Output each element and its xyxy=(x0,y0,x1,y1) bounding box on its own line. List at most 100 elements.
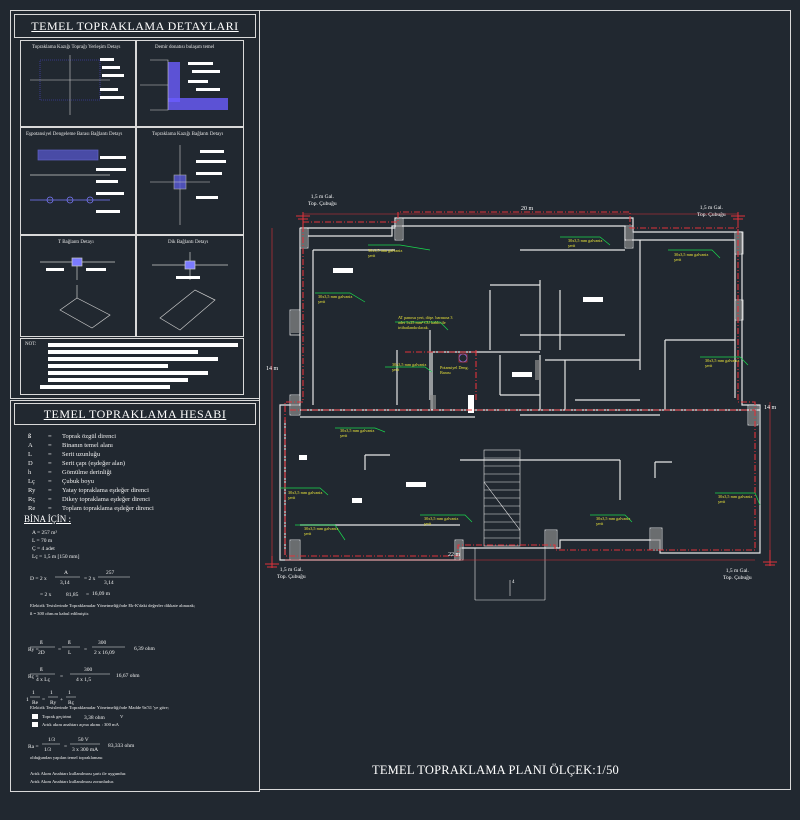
tag-line-2: Top. Çubuğu xyxy=(697,212,726,218)
bina-icin-heading: BİNA İÇİN : xyxy=(24,514,71,524)
strip-label: 30x3,5 mm galvaniz şerit xyxy=(674,252,709,262)
symbol-key: h xyxy=(28,469,32,476)
detail-caption-6: Dik Bağlantı Detayı xyxy=(168,240,209,245)
detail-box-5 xyxy=(20,235,137,337)
svg-text:2 x 16,09: 2 x 16,09 xyxy=(94,650,115,656)
calc-note-1: Elektrik Tesislerinde Topraklamalar Yöne… xyxy=(30,603,196,608)
detail-box-2 xyxy=(135,40,244,127)
symbol-key: ß xyxy=(28,433,32,440)
symbol-desc: Çubuk boyu xyxy=(62,478,94,485)
result-d: 16,09 m xyxy=(92,591,111,597)
param-rod-count: Ç = 4 adet xyxy=(32,546,55,552)
t-connection-drawing xyxy=(40,257,115,329)
svg-text:ß: ß xyxy=(40,666,43,673)
cross-connection-drawing xyxy=(152,252,228,331)
symbol-key: L xyxy=(28,451,32,458)
symbol-eq: = xyxy=(48,478,52,485)
corner-tag-bottom-right: 1,5 m Gal. Top. Çubuğu xyxy=(723,568,752,582)
symbol-desc: Serit çapı (eşdeğer alan) xyxy=(62,460,125,467)
dim-left: 14 m xyxy=(266,366,279,372)
svg-text:300: 300 xyxy=(84,667,93,673)
svg-text:=: = xyxy=(42,697,45,703)
detail-box-3 xyxy=(20,127,137,235)
svg-text:=: = xyxy=(58,647,61,653)
grounding-rods xyxy=(265,212,777,568)
strip-label: 30x3,5 mm galvaniz şerit xyxy=(368,248,403,258)
detail-caption-1: Topraklama Kazığı Toprağı Yerleşim Detay… xyxy=(32,45,121,50)
result-ra: 83,333 ohm xyxy=(108,743,135,749)
calc-note-5: Artık akım anahtarı açma akımı : 300 mA xyxy=(42,722,119,727)
calc-title: TEMEL TOPRAKLAMA HESABI xyxy=(14,403,256,425)
result-ry: 6,39 ohm xyxy=(134,646,155,652)
calc-note-6: olduğundan yapılan temel topraklaması xyxy=(30,755,103,760)
svg-text:= 2 x: = 2 x xyxy=(84,576,96,582)
detail-box-6 xyxy=(135,235,244,337)
symbol-eq: = xyxy=(48,469,52,476)
svg-text:3 x 300 mA: 3 x 300 mA xyxy=(72,747,98,753)
symbol-desc: Toprak özgül direnci xyxy=(62,433,117,440)
symbol-key: A xyxy=(28,442,33,449)
strip-label: 30x3,5 mm galvaniz şerit xyxy=(424,516,459,526)
corner-tag-bottom-left: 1,5 m Gal. Top. Çubuğu xyxy=(277,567,306,581)
svg-text:3,14: 3,14 xyxy=(104,580,114,586)
symbol-key: D xyxy=(28,460,33,467)
svg-text:=: = xyxy=(86,592,89,598)
symbol-desc: Binanın temel alanı xyxy=(62,442,113,449)
svg-text:Ry: Ry xyxy=(50,700,56,706)
result-re: 3,38 ohm xyxy=(84,715,105,721)
calc-note-2: ß = 300 ohm.m kabul edilmiştir. xyxy=(30,611,90,616)
rod-layout-drawing xyxy=(30,55,110,115)
svg-text:Ry =: Ry = xyxy=(28,647,39,653)
note-label: NOT: xyxy=(25,342,37,347)
panel-location-note: AT panosu yeri, döşe. barasına 3 adet 1x… xyxy=(398,315,453,330)
symbol-eq: = xyxy=(48,460,52,467)
redacted-box xyxy=(32,714,38,719)
svg-text:3,14: 3,14 xyxy=(60,580,70,586)
plan-title: TEMEL TOPRAKLAMA PLANI ÖLÇEK:1/50 xyxy=(372,763,619,777)
strip-label: 30x3,5 mm galvaniz şerit xyxy=(568,238,603,248)
tag-line-1: 1,5 m Gal. xyxy=(310,194,334,200)
tag-line-2: Top. Çubuğu xyxy=(723,575,752,581)
svg-text:=: = xyxy=(60,674,63,680)
svg-text:Ra =: Ra = xyxy=(28,744,39,750)
param-length: L = 70 m xyxy=(32,538,53,544)
svg-text:A: A xyxy=(64,570,68,576)
svg-text:81,85: 81,85 xyxy=(66,592,79,598)
strip-label: 30x3,5 mm galvaniz şerit xyxy=(392,362,427,372)
symbol-key: Re xyxy=(28,505,36,512)
detail-box-4 xyxy=(135,127,244,235)
label-leaders xyxy=(280,236,761,541)
strip-label: 30x3,5 mm galvaniz şerit xyxy=(596,516,631,526)
svg-text:D = 2 x: D = 2 x xyxy=(30,576,47,582)
symbol-desc: Serit uzunluğu xyxy=(62,451,101,458)
svg-text:ß: ß xyxy=(68,639,71,646)
svg-text:=: = xyxy=(84,647,87,653)
strip-label: 30x3,5 mm galvaniz şerit xyxy=(718,494,753,504)
svg-text:1: 1 xyxy=(26,697,29,703)
calc-note-3: Elektrik Tesislerinde Topraklamalar Yöne… xyxy=(30,705,169,710)
redacted-box xyxy=(32,722,38,727)
svg-text:Rç =: Rç = xyxy=(28,674,39,680)
redacted-labels xyxy=(299,268,603,503)
svg-text:=: = xyxy=(64,744,67,750)
stairs xyxy=(474,449,546,601)
plan-frame xyxy=(259,10,791,790)
symbol-eq: = xyxy=(48,442,52,449)
result-rc: 16,67 ohm xyxy=(116,673,140,679)
symbol-key: Lç xyxy=(28,478,35,485)
symbol-eq: = xyxy=(48,451,52,458)
svg-text:Re: Re xyxy=(32,700,39,706)
svg-text:300: 300 xyxy=(98,640,107,646)
svg-text:1/3: 1/3 xyxy=(48,737,55,743)
svg-text:L: L xyxy=(68,650,72,656)
corner-tag-top-left: 1,5 m Gal. Top. Çubuğu xyxy=(308,194,337,208)
svg-text:4 x Lç: 4 x Lç xyxy=(36,677,51,683)
columns xyxy=(291,219,757,559)
detail-caption-3: Eşpotansiyel Dengeleme Barası Bağlantı D… xyxy=(26,132,123,137)
tag-line-2: Top. Çubuğu xyxy=(277,574,306,580)
svg-text:50 V: 50 V xyxy=(78,737,89,743)
symbol-key: Ry xyxy=(28,487,36,494)
symbol-desc: Gömülme derinliği xyxy=(62,469,112,476)
